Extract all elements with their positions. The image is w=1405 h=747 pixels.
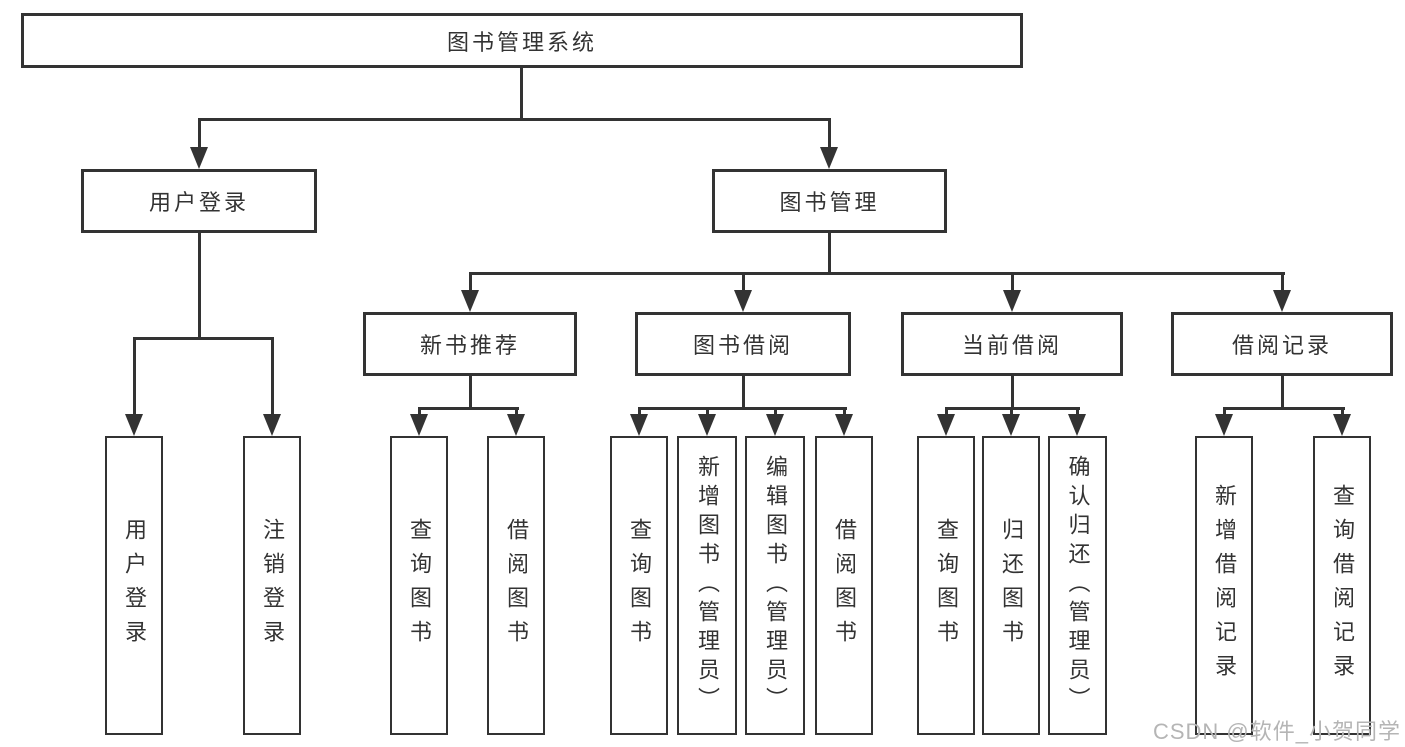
arrow-down-icon (190, 147, 208, 169)
node-user-login-label: 用户登录 (148, 190, 249, 215)
connector-line-v (515, 407, 518, 417)
node-new-book-recommend: 新书推荐 (363, 312, 577, 376)
node-borrow-records: 借阅记录 (1171, 312, 1393, 376)
arrow-down-icon (1003, 290, 1021, 312)
connector-line-h (133, 337, 274, 340)
connector-line-v (1281, 376, 1284, 407)
connector-line-v (1223, 407, 1226, 417)
leaf-borrow-books-2-label: 借阅图书 (832, 517, 857, 654)
arrow-down-icon (734, 290, 752, 312)
arrow-down-icon (820, 147, 838, 169)
arrow-down-icon (1215, 414, 1233, 436)
arrow-down-icon (125, 414, 143, 436)
leaf-return-books-label: 归还图书 (999, 517, 1024, 654)
node-current-borrow-label: 当前借阅 (961, 333, 1062, 358)
leaf-add-books-admin: 新增图书（管理员） (677, 436, 737, 735)
connector-line-v (418, 407, 421, 417)
connector-line-h (469, 272, 1285, 275)
connector-line-v (828, 118, 831, 147)
connector-line-v (742, 272, 745, 292)
node-borrow-records-label: 借阅记录 (1231, 333, 1332, 358)
leaf-query-borrow-record: 查询借阅记录 (1313, 436, 1371, 735)
arrow-down-icon (1068, 414, 1086, 436)
connector-line-h (638, 407, 847, 410)
connector-line-v (1010, 407, 1013, 417)
connector-line-v (1011, 272, 1014, 292)
connector-line-v (1281, 272, 1284, 292)
leaf-edit-books-admin-label: 编辑图书（管理员） (763, 455, 788, 716)
connector-line-h (1223, 407, 1345, 410)
leaf-confirm-return-admin-label: 确认归还（管理员） (1065, 455, 1091, 716)
leaf-borrow-books-1: 借阅图书 (487, 436, 545, 735)
connector-line-v (945, 407, 948, 417)
connector-line-v (469, 272, 472, 292)
leaf-query-books-2-label: 查询图书 (627, 517, 652, 654)
node-root-label: 图书管理系统 (446, 29, 597, 55)
leaf-query-borrow-record-label: 查询借阅记录 (1330, 483, 1355, 688)
leaf-add-borrow-record-label: 新增借阅记录 (1212, 483, 1237, 688)
connector-line-v (774, 407, 777, 417)
connector-line-v (638, 407, 641, 417)
leaf-return-books: 归还图书 (982, 436, 1040, 735)
leaf-logout-label: 注销登录 (260, 517, 285, 654)
connector-line-v (742, 376, 745, 407)
node-book-management-label: 图书管理 (779, 190, 880, 215)
node-book-borrow: 图书借阅 (635, 312, 851, 376)
arrow-down-icon (937, 414, 955, 436)
node-user-login: 用户登录 (81, 169, 317, 233)
connector-line-v (469, 376, 472, 407)
leaf-query-books-3-label: 查询图书 (934, 517, 959, 654)
arrow-down-icon (835, 414, 853, 436)
connector-line-v (271, 337, 274, 415)
csdn-watermark: CSDN @软件_小贺同学 (1152, 719, 1401, 744)
connector-line-h (418, 407, 519, 410)
leaf-logout: 注销登录 (243, 436, 301, 735)
connector-line-v (706, 407, 709, 417)
node-current-borrow: 当前借阅 (901, 312, 1123, 376)
leaf-add-borrow-record: 新增借阅记录 (1195, 436, 1253, 735)
leaf-user-login-label: 用户登录 (122, 517, 147, 654)
arrow-down-icon (461, 290, 479, 312)
leaf-edit-books-admin: 编辑图书（管理员） (745, 436, 805, 735)
arrow-down-icon (507, 414, 525, 436)
leaf-query-books-2: 查询图书 (610, 436, 668, 735)
arrow-down-icon (1333, 414, 1351, 436)
leaf-query-books-3: 查询图书 (917, 436, 975, 735)
arrow-down-icon (410, 414, 428, 436)
connector-line-v (198, 118, 201, 147)
connector-line-v (133, 337, 136, 415)
connector-line-v (520, 68, 523, 118)
arrow-down-icon (766, 414, 784, 436)
node-new-book-recommend-label: 新书推荐 (419, 333, 520, 358)
leaf-user-login: 用户登录 (105, 436, 163, 735)
leaf-add-books-admin-label: 新增图书（管理员） (695, 455, 720, 716)
connector-line-v (1076, 407, 1079, 417)
arrow-down-icon (263, 414, 281, 436)
connector-line-v (828, 233, 831, 275)
leaf-query-books-1: 查询图书 (390, 436, 448, 735)
connector-line-v (1011, 376, 1014, 407)
connector-line-h (198, 118, 831, 121)
arrow-down-icon (630, 414, 648, 436)
leaf-confirm-return-admin: 确认归还（管理员） (1048, 436, 1107, 735)
node-root-library-system: 图书管理系统 (21, 13, 1023, 68)
arrow-down-icon (1273, 290, 1291, 312)
leaf-borrow-books-2: 借阅图书 (815, 436, 873, 735)
node-book-borrow-label: 图书借阅 (692, 333, 793, 358)
connector-line-v (843, 407, 846, 417)
connector-line-v (198, 233, 201, 337)
connector-line-v (1341, 407, 1344, 417)
arrow-down-icon (698, 414, 716, 436)
node-book-management: 图书管理 (712, 169, 947, 233)
leaf-borrow-books-1-label: 借阅图书 (504, 517, 529, 654)
leaf-query-books-1-label: 查询图书 (407, 517, 432, 654)
arrow-down-icon (1002, 414, 1020, 436)
